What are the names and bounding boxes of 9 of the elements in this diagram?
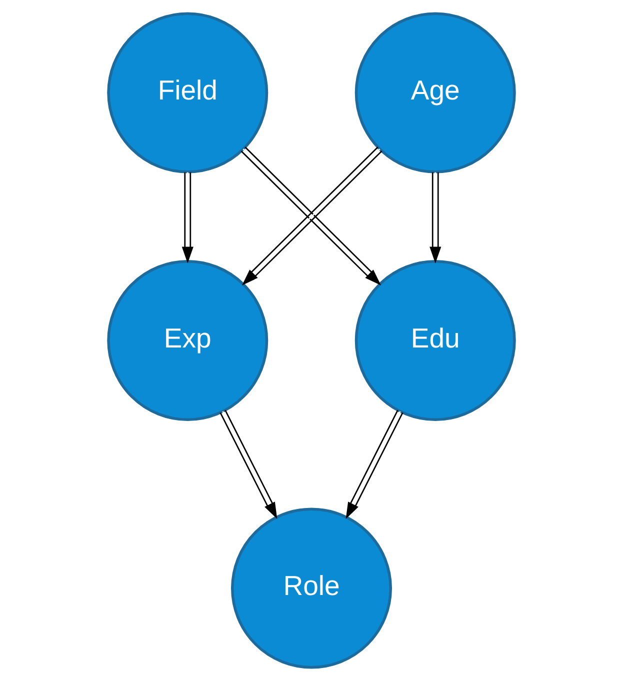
node-circle: Age <box>354 12 516 174</box>
node-circle: Exp <box>107 260 268 421</box>
node-circle: Field <box>107 12 268 174</box>
node-circle: Edu <box>354 260 516 421</box>
node-circle: Role <box>231 508 392 669</box>
arrow <box>220 410 278 519</box>
arrow <box>346 410 404 519</box>
arrow <box>182 172 194 264</box>
arrow <box>430 172 442 264</box>
